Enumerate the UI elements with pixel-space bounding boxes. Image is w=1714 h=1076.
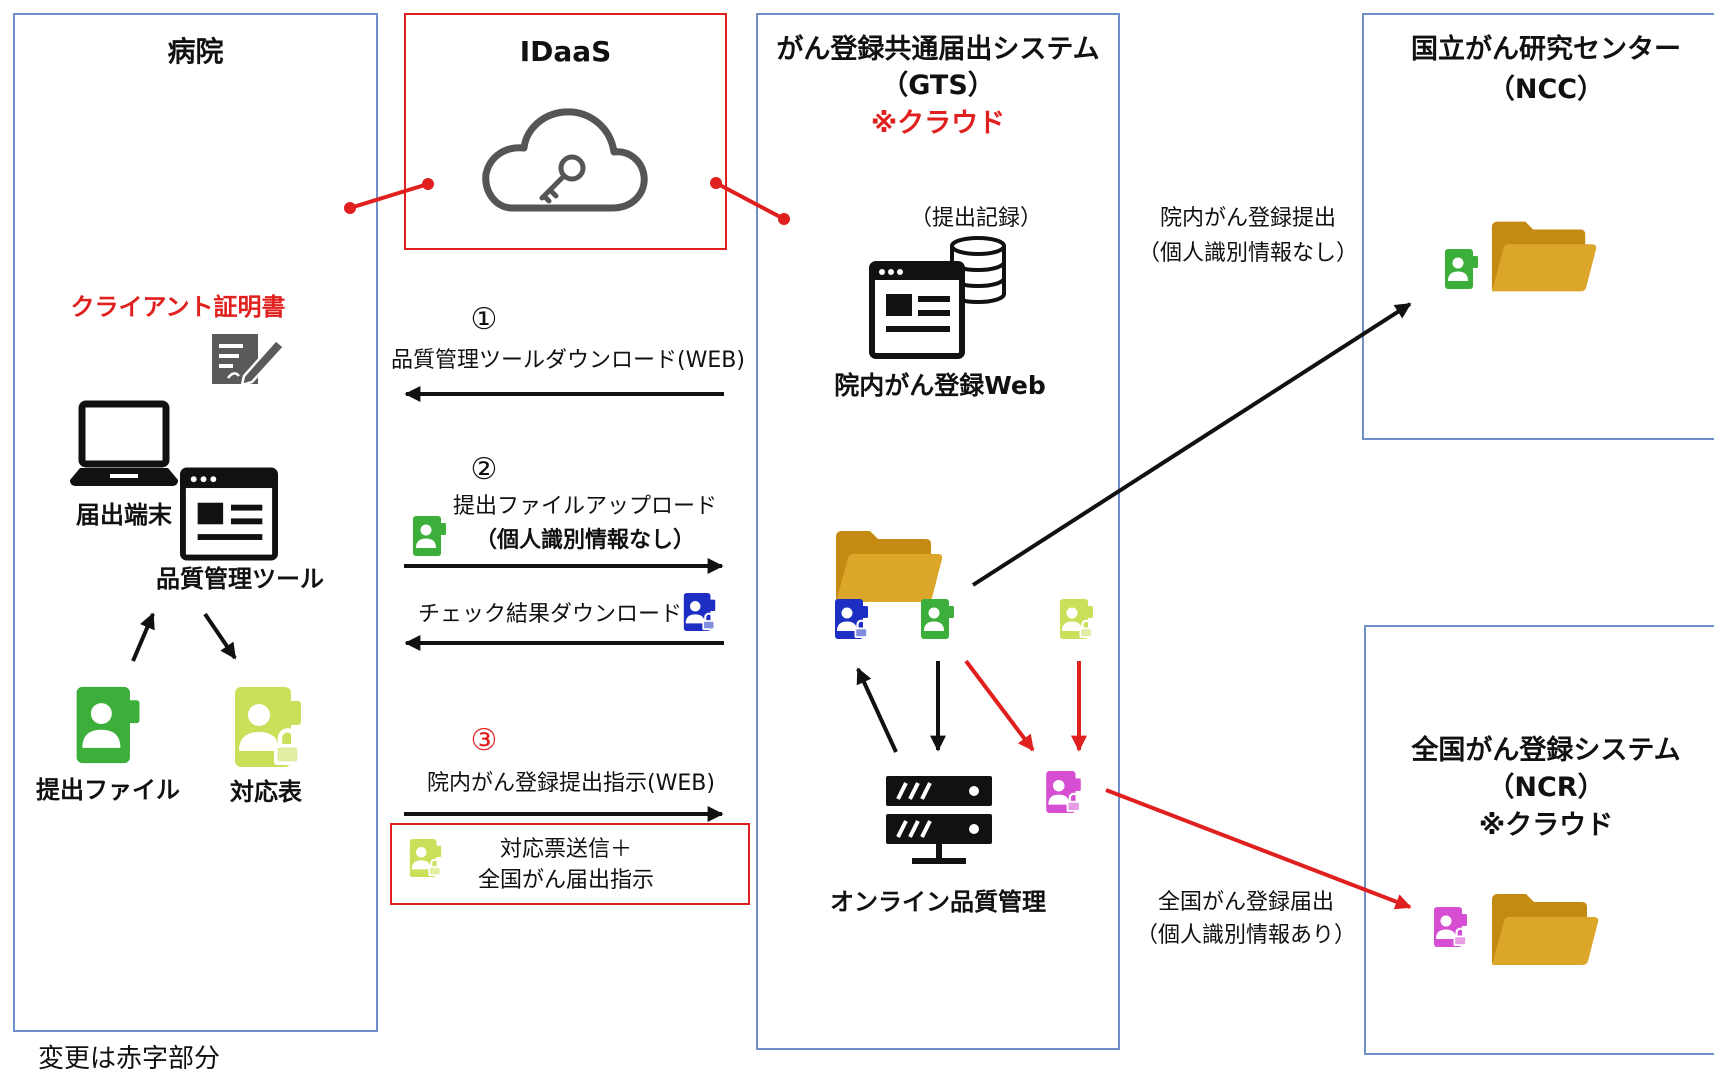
submission-file-icon	[72, 685, 146, 765]
to-ncr-label: 全国がん登録届出	[1157, 890, 1334, 915]
certificate-signature-icon	[212, 334, 286, 387]
ncr-title: 全国がん登録システム	[1411, 735, 1681, 766]
check-result-lock-card-icon	[834, 598, 870, 640]
to-ncr-sublabel: （個人識別情報あり）	[1135, 923, 1356, 948]
client-certificate-label: クライアント証明書	[70, 293, 286, 321]
step3-box-line1: 対応票送信＋	[499, 837, 632, 862]
online-quality-control-label: オンライン品質管理	[830, 888, 1046, 916]
ncr-abbr: （NCR）	[1487, 772, 1605, 803]
submission-record-label: （提出記録）	[909, 206, 1042, 231]
ncr-lock-card-icon	[1045, 770, 1083, 814]
submission-file-label: 提出ファイル	[36, 776, 180, 804]
gts-folder-icon	[832, 528, 944, 604]
step3-instruction-box: 対応票送信＋ 全国がん届出指示	[390, 823, 750, 905]
ncr-cloud-note: ※クラウド	[1478, 810, 1614, 841]
idaas-panel: IDaaS	[404, 13, 727, 250]
mapping-table-label: 対応表	[230, 778, 302, 806]
quality-tool-label: 品質管理ツール	[156, 565, 324, 593]
terminal-label: 届出端末	[76, 501, 172, 529]
laptop-icon	[70, 400, 178, 486]
gts-panel: がん登録共通届出システム （GTS） ※クラウド （提出記録） 院内がん登録We…	[756, 13, 1120, 1050]
footnote: 変更は赤字部分	[38, 1044, 221, 1074]
gts-abbr: （GTS）	[881, 70, 995, 101]
upload-card-icon	[411, 515, 449, 557]
to-ncc-sublabel: （個人識別情報なし）	[1137, 241, 1358, 266]
step3-label: 院内がん登録提出指示(WEB)	[427, 771, 715, 796]
step2-number: ②	[470, 452, 498, 487]
ncc-panel: 国立がん研究センター （NCC）	[1362, 13, 1714, 440]
hospital-title: 病院	[167, 35, 224, 68]
step3-number: ③	[470, 723, 498, 758]
server-icon	[886, 776, 992, 864]
ncc-folder-icon	[1488, 218, 1598, 294]
mapping-send-card-icon	[408, 838, 444, 878]
hospital-cancer-web-label: 院内がん登録Web	[834, 371, 1046, 400]
ncc-title: 国立がん研究センター	[1411, 34, 1681, 65]
check-result-download-label: チェック結果ダウンロード	[417, 602, 682, 627]
quality-tool-window-icon	[180, 467, 278, 561]
ncc-abbr: （NCC）	[1487, 74, 1605, 105]
ncr-panel: 全国がん登録システム （NCR） ※クラウド	[1364, 625, 1714, 1055]
mapping-lock-card-icon	[1059, 598, 1095, 640]
step2-sublabel: （個人識別情報なし）	[474, 528, 695, 553]
idaas-title: IDaaS	[519, 35, 612, 68]
check-result-card-icon	[682, 592, 718, 632]
step1-number: ①	[470, 302, 498, 337]
mapping-table-lock-icon	[232, 685, 306, 769]
step2-label: 提出ファイルアップロード	[452, 494, 717, 519]
ncr-folder-icon	[1488, 890, 1600, 968]
web-database-icon	[869, 236, 1006, 359]
gts-title: がん登録共通届出システム	[776, 34, 1100, 65]
ncr-submission-lock-card-icon	[1433, 906, 1469, 948]
to-ncc-label: 院内がん登録提出	[1159, 206, 1336, 231]
hospital-panel: 病院 クライアント証明書 届出端末 品質管理ツール 提出ファイル 対応表	[13, 13, 378, 1032]
submission-card-icon	[920, 598, 956, 640]
gts-cloud-note: ※クラウド	[870, 108, 1006, 139]
step3-box-line2: 全国がん届出指示	[477, 868, 654, 893]
cloud-key-icon	[482, 108, 648, 212]
ncc-submission-card-icon	[1444, 248, 1480, 290]
step1-label: 品質管理ツールダウンロード(WEB)	[391, 348, 745, 373]
